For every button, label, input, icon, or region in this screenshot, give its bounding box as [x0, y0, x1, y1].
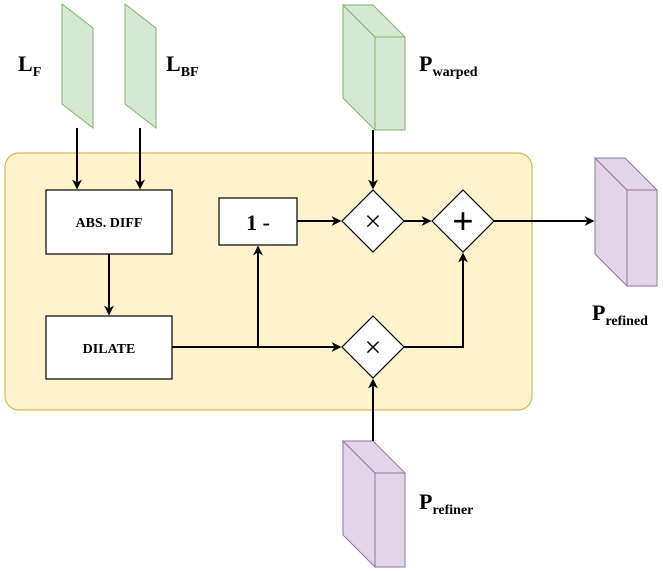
arrow-multiply-bottom-to-add [404, 252, 468, 348]
abs-diff-label: ABS. DIFF [76, 216, 143, 231]
lbf-input-shape [124, 2, 157, 130]
one-minus-label: 1 - [246, 210, 270, 235]
lbf-label: LBF [166, 51, 199, 80]
p-warped-input-shape [341, 3, 407, 132]
lf-input-shape [61, 2, 94, 130]
connections [72, 128, 595, 441]
p-refined-label: Prefined [592, 300, 648, 329]
multiply-operator-top [341, 189, 405, 253]
one-minus-box [218, 197, 298, 246]
p-refiner-label: Prefiner [419, 489, 473, 518]
p-warped-label: Pwarped [419, 51, 478, 80]
lf-label: LF [18, 51, 41, 80]
abs-diff-box [45, 189, 173, 255]
multiply-symbol-bottom: × [365, 331, 382, 364]
add-operator [431, 189, 495, 253]
dilate-label: DILATE [83, 342, 136, 357]
multiply-operator-bottom [341, 315, 405, 379]
add-symbol: + [452, 201, 474, 243]
p-refined-output-shape [593, 156, 659, 288]
p-refiner-input-shape [341, 439, 407, 569]
dilate-box [45, 315, 173, 380]
multiply-symbol-top: × [365, 205, 382, 238]
